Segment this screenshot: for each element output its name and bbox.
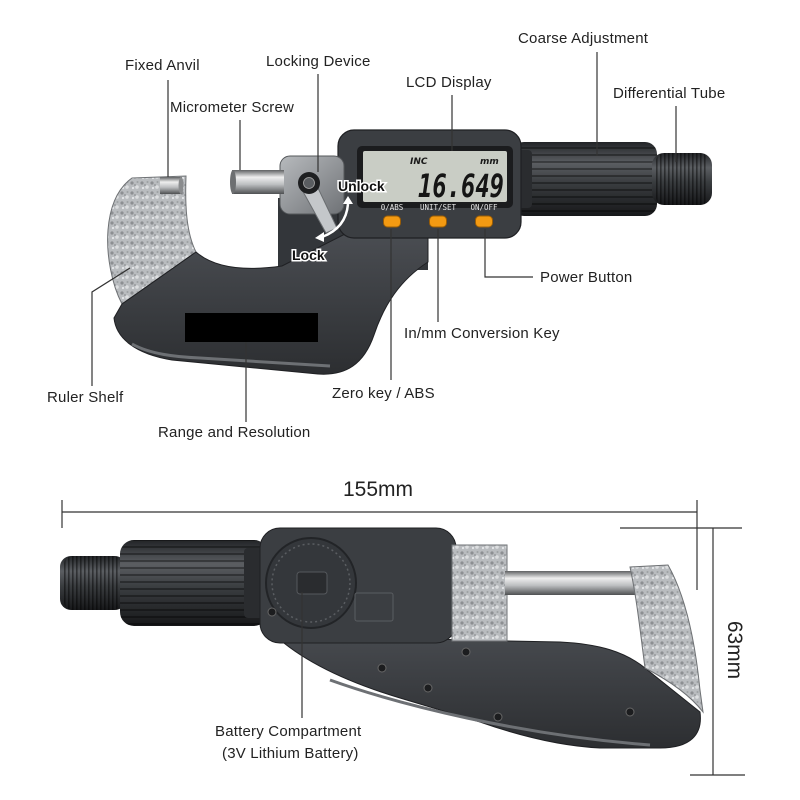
screw xyxy=(423,683,433,693)
label-recess xyxy=(354,592,394,622)
bottom-callouts: Battery Compartment (3V Lithium Battery) xyxy=(215,592,362,762)
anvil-arm-hammered xyxy=(107,175,197,305)
ruler-shelf-rail xyxy=(329,678,651,747)
battery-type-label: (3V Lithium Battery) xyxy=(222,745,359,762)
top-callouts: Fixed Anvil Locking Device Micrometer Sc… xyxy=(47,30,725,441)
bottom-micrometer xyxy=(60,527,704,749)
thimble xyxy=(120,540,268,626)
locking-device xyxy=(279,155,345,234)
micrometer-screw-spindle xyxy=(230,170,284,194)
screws xyxy=(267,607,635,722)
screw xyxy=(493,712,503,722)
lcd-unit-mm: mm xyxy=(480,157,499,167)
battery-compartment-label: Battery Compartment xyxy=(215,723,362,740)
screw xyxy=(377,663,387,673)
lcd-display: INC mm 16.649 xyxy=(357,146,513,208)
ratchet-knob xyxy=(60,556,126,610)
screw xyxy=(267,607,277,617)
lcd-buttons: 0/ABS UNIT/SET ON/OFF xyxy=(381,203,498,228)
unlock-label: Unlock xyxy=(338,178,385,194)
range-resolution-label: Range and Resolution xyxy=(158,424,310,441)
redacted-label-block xyxy=(185,313,318,342)
differential-tube-label: Differential Tube xyxy=(613,85,725,102)
length-value: 155mm xyxy=(343,478,413,501)
screw xyxy=(625,707,635,717)
zero-abs-button-label: 0/ABS xyxy=(381,203,404,212)
frame-body xyxy=(260,621,701,749)
ruler-shelf-rail xyxy=(131,342,331,368)
coarse-adjustment-label: Coarse Adjustment xyxy=(518,30,649,47)
height-value: 63mm xyxy=(723,621,746,679)
lcd-unit-inc: INC xyxy=(410,157,428,167)
curved-double-arrow-icon xyxy=(315,196,353,242)
battery-cover-tab xyxy=(296,571,328,595)
dimension-length: 155mm xyxy=(61,478,698,590)
ruler-shelf-leader xyxy=(91,267,131,386)
anvil-arm-hammered xyxy=(629,564,704,714)
locking-device-label: Locking Device xyxy=(266,53,371,70)
top-micrometer: INC mm 16.649 0/ABS UNIT/SET ON/OFF Unlo… xyxy=(107,129,712,375)
zero-key-label: Zero key / ABS xyxy=(332,385,435,402)
on-off-button xyxy=(475,215,493,228)
micrometer-screw-label: Micrometer Screw xyxy=(170,99,294,116)
power-button-leader xyxy=(484,229,533,278)
zero-abs-button xyxy=(383,215,401,228)
unit-set-button xyxy=(429,215,447,228)
on-off-button-label: ON/OFF xyxy=(470,203,498,212)
differential-tube xyxy=(652,153,712,205)
conversion-key-label: In/mm Conversion Key xyxy=(404,325,560,342)
battery-compartment xyxy=(265,537,357,629)
spindle-housing-hammered xyxy=(451,544,508,642)
unit-set-button-label: UNIT/SET xyxy=(420,203,457,212)
coarse-adjustment-thimble xyxy=(512,142,657,216)
lock-label: Lock xyxy=(292,247,325,263)
lcd-screen xyxy=(363,151,507,202)
spindle xyxy=(505,571,640,595)
screw xyxy=(461,647,471,657)
ruler-shelf-label: Ruler Shelf xyxy=(47,389,124,406)
fixed-anvil-label: Fixed Anvil xyxy=(125,57,200,74)
power-button-label: Power Button xyxy=(540,269,632,286)
dimension-height: 63mm xyxy=(620,527,746,776)
fixed-anvil xyxy=(160,177,184,194)
lcd-display-label: LCD Display xyxy=(406,74,492,91)
lcd-reading: 16.649 xyxy=(418,167,504,205)
